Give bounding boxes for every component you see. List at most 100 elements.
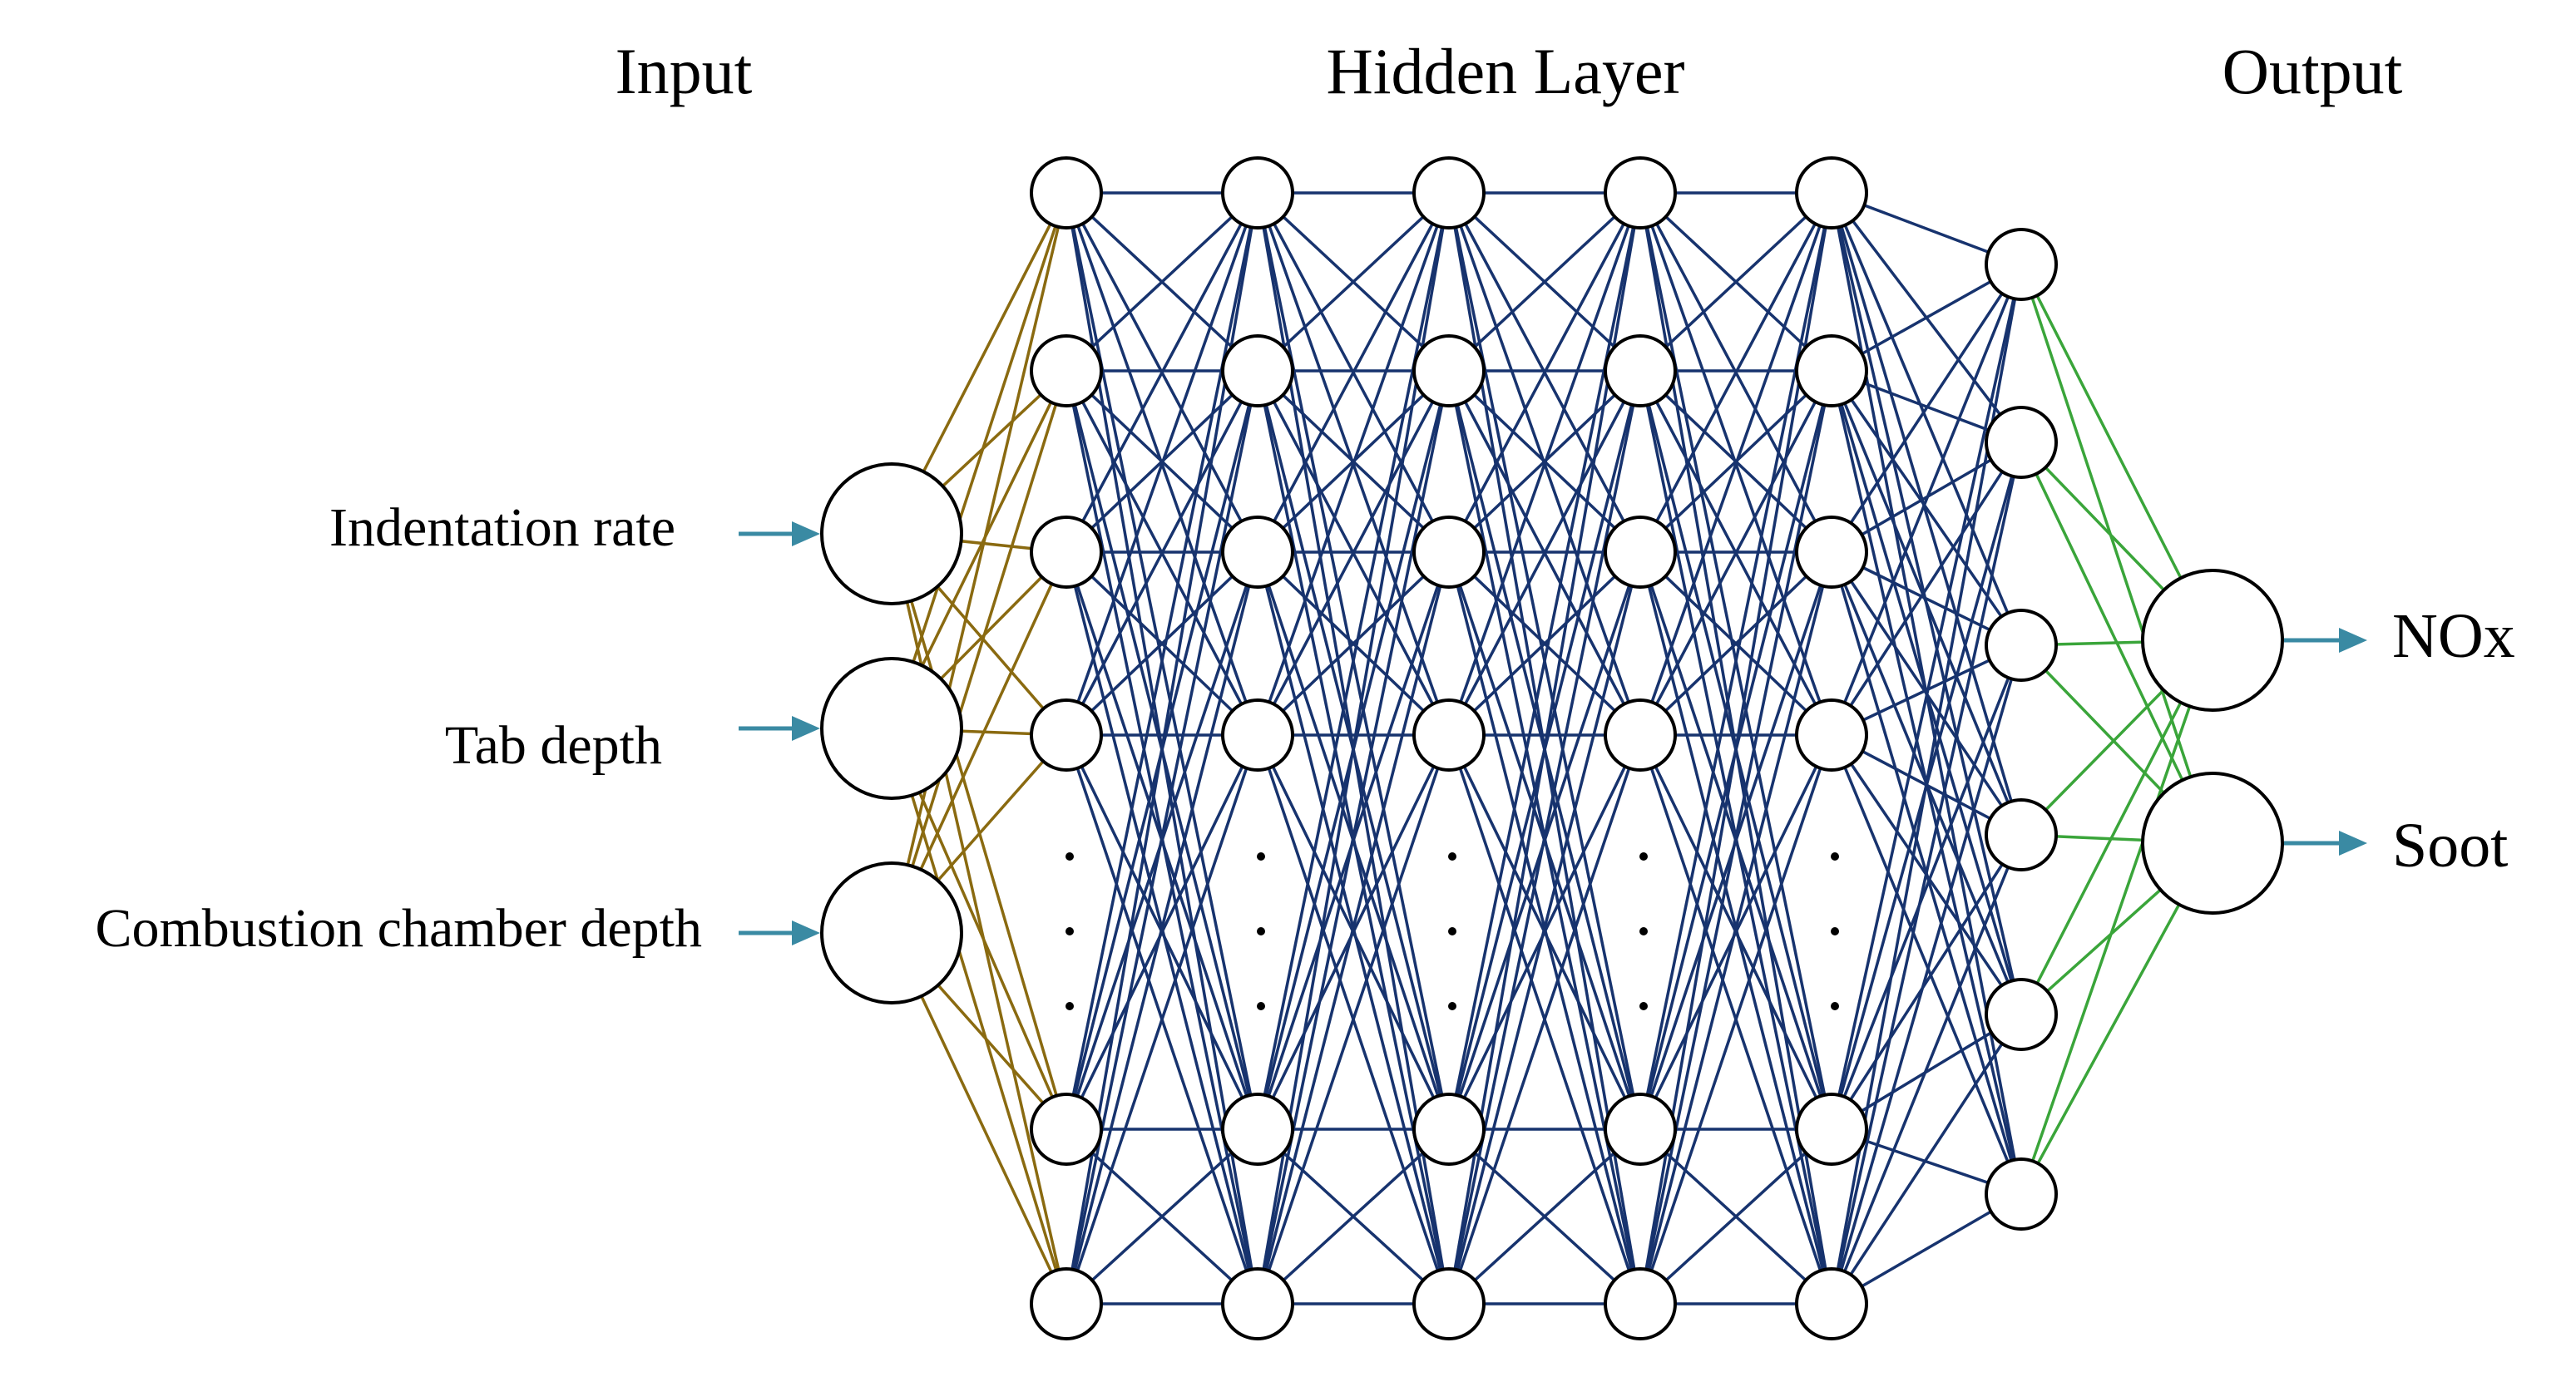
hidden-connection — [1065, 192, 1259, 736]
output-connection — [2020, 264, 2214, 844]
hidden-node — [1030, 698, 1103, 772]
hidden-node — [1412, 156, 1486, 230]
hidden-connection — [1447, 192, 1642, 553]
output-label-nox: NOx — [2392, 601, 2515, 671]
hidden-connection — [1830, 644, 2023, 1305]
hidden-connection — [1065, 192, 1259, 553]
hidden-node — [1030, 516, 1103, 589]
hidden-connection — [1639, 370, 1833, 736]
hidden-node — [1221, 698, 1294, 772]
hidden-connection — [1447, 370, 1642, 736]
ellipsis-dots — [1066, 852, 1839, 1010]
ellipsis-dot — [1831, 927, 1839, 935]
hidden-node — [1985, 798, 2058, 871]
ellipsis-dot — [1448, 852, 1456, 861]
hidden-node — [1412, 1093, 1486, 1166]
hidden-node — [1412, 334, 1486, 407]
hidden-connection — [1447, 1128, 1642, 1305]
output-connection — [2020, 639, 2214, 1195]
hidden-node — [1604, 698, 1677, 772]
hidden-connection — [1639, 192, 1833, 736]
ellipsis-dot — [1257, 927, 1265, 935]
hidden-connection — [1256, 734, 1451, 1305]
output-label-soot: Soot — [2392, 811, 2508, 881]
input-connection — [890, 533, 1068, 1305]
output-node — [2141, 772, 2284, 915]
hidden-connection — [1256, 192, 1451, 553]
hidden-node — [1412, 1267, 1486, 1340]
hidden-connection — [1830, 264, 2023, 1130]
ellipsis-dot — [1066, 927, 1074, 935]
hidden-connection — [1447, 734, 1642, 1305]
ellipsis-dot — [1639, 852, 1648, 861]
hidden-node — [1604, 156, 1677, 230]
hidden-node — [1795, 334, 1868, 407]
hidden-node — [1030, 1267, 1103, 1340]
hidden-node — [1221, 1267, 1294, 1340]
hidden-node — [1221, 516, 1294, 589]
hidden-connection — [1830, 734, 2023, 1195]
hidden-connection — [1447, 370, 1642, 1305]
arrow-head — [2339, 831, 2367, 856]
arrow-head — [792, 716, 820, 741]
hidden-connection — [1639, 192, 1833, 1130]
hidden-connection — [1065, 192, 1259, 1130]
arrow-head — [2339, 628, 2367, 653]
input-connection — [890, 533, 1068, 1130]
hidden-node — [1221, 1093, 1294, 1166]
ellipsis-dot — [1257, 1002, 1265, 1010]
hidden-connection — [1256, 370, 1451, 736]
input-connection — [890, 192, 1068, 729]
hidden-connection — [1256, 551, 1451, 1305]
hidden-connection — [1065, 551, 1259, 1305]
hidden-node — [1795, 698, 1868, 772]
hidden-connection — [1256, 550, 1451, 737]
input-connection — [890, 728, 1068, 1305]
output-title: Output — [2222, 35, 2403, 107]
hidden-connection — [1447, 550, 1642, 737]
hidden-connection — [1830, 834, 2023, 1130]
ellipsis-dot — [1066, 1002, 1074, 1010]
hidden-node — [1985, 406, 2058, 479]
hidden-node — [1604, 1267, 1677, 1340]
hidden-connection — [1830, 644, 2023, 1130]
input-node — [820, 462, 963, 605]
hidden-node — [1795, 1093, 1868, 1166]
hidden-connection — [1830, 264, 2023, 736]
hidden-connection — [1830, 192, 2023, 646]
hidden-connection — [1830, 370, 2023, 646]
hidden-layer-title: Hidden Layer — [1327, 35, 1685, 107]
hidden-node — [1412, 698, 1486, 772]
hidden-connection — [1639, 191, 1833, 373]
input-connection — [890, 370, 1068, 934]
hidden-node — [1985, 228, 2058, 301]
hidden-connection — [1830, 442, 2023, 1305]
ellipsis-dot — [1448, 1002, 1456, 1010]
arrow-head — [792, 920, 820, 945]
connections — [890, 191, 2214, 1305]
hidden-connection — [1830, 1014, 2023, 1305]
hidden-connection — [1447, 191, 1642, 373]
ellipsis-dot — [1066, 852, 1074, 861]
input-connection — [890, 728, 1068, 1130]
hidden-connection — [1447, 551, 1642, 1305]
hidden-node — [1030, 1093, 1103, 1166]
hidden-node — [1795, 156, 1868, 230]
hidden-connection — [1256, 191, 1451, 373]
hidden-connection — [1256, 1128, 1451, 1305]
hidden-connection — [1830, 442, 2023, 736]
hidden-node — [1985, 1157, 2058, 1231]
hidden-connection — [1639, 734, 1833, 1305]
hidden-node — [1412, 516, 1486, 589]
hidden-connection — [1639, 550, 1833, 737]
hidden-connection — [1639, 370, 1833, 1305]
hidden-connection — [1639, 192, 1833, 553]
input-label-indentation-rate: Indentation rate — [329, 497, 675, 558]
hidden-connection — [1065, 1128, 1259, 1305]
input-title: Input — [616, 35, 753, 107]
ellipsis-dot — [1831, 1002, 1839, 1010]
hidden-connection — [1065, 191, 1259, 373]
hidden-node — [1795, 516, 1868, 589]
hidden-connection — [1256, 192, 1451, 1130]
